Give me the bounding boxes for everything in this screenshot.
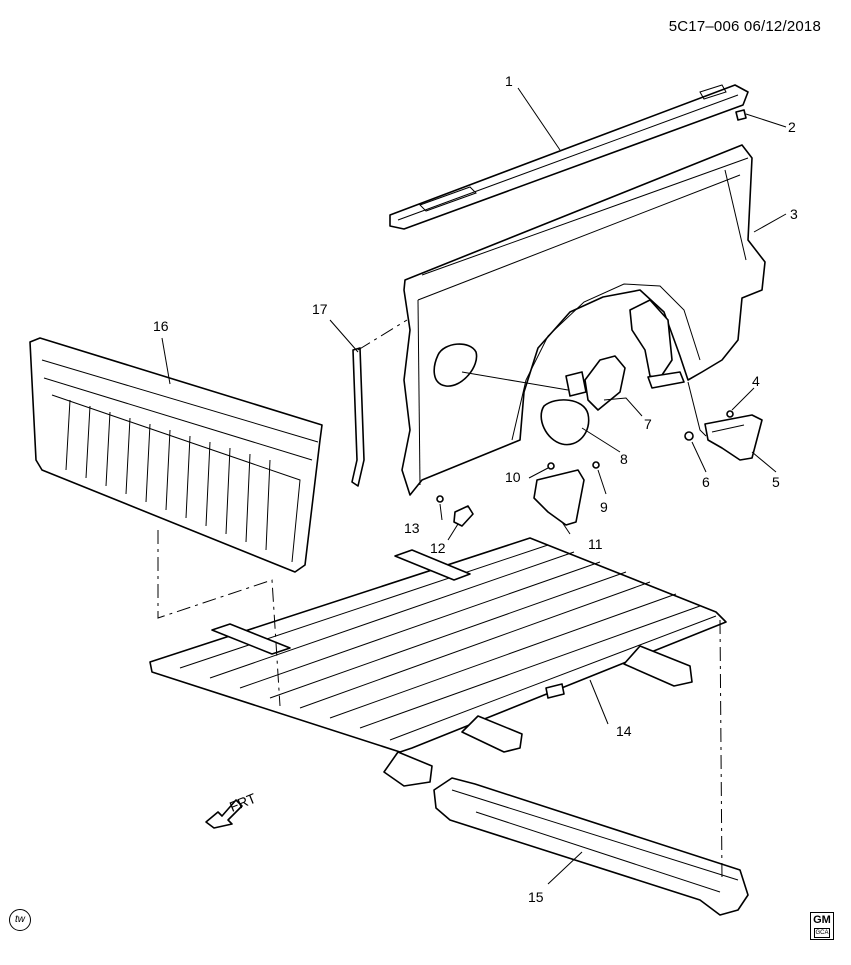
alignment-lines xyxy=(157,319,723,881)
part-fuel-door-housing xyxy=(565,355,626,411)
part-seal-strip xyxy=(351,347,365,487)
callout-3: 3 xyxy=(790,206,798,222)
part-bracket-12 xyxy=(453,505,474,527)
part-fuel-door xyxy=(540,399,590,446)
callout-5: 5 xyxy=(772,474,780,490)
gm-logo-text: GM xyxy=(813,914,831,926)
callout-4: 4 xyxy=(752,373,760,389)
callout-1: 1 xyxy=(505,73,513,89)
part-top-rail xyxy=(389,84,749,230)
callout-2: 2 xyxy=(788,119,796,135)
front-direction-label: FRT xyxy=(227,790,258,815)
part-floor-panel xyxy=(149,537,727,787)
callout-labels: 1 2 3 4 5 6 7 8 9 10 11 12 13 14 15 16 1… xyxy=(153,73,798,905)
diagram-header: 5C17–006 06/12/2018 xyxy=(669,18,821,35)
callout-16: 16 xyxy=(153,318,169,334)
diagram-date: 06/12/2018 xyxy=(743,18,821,35)
leader-lines xyxy=(161,87,787,885)
callout-17: 17 xyxy=(312,301,328,317)
part-side-panel xyxy=(401,144,766,496)
callout-10: 10 xyxy=(505,469,521,485)
part-fastener-4 xyxy=(726,410,734,418)
part-front-panel xyxy=(29,337,323,573)
part-fastener-10 xyxy=(547,462,555,470)
part-fastener-9 xyxy=(592,461,600,469)
tw-logo: tw xyxy=(9,909,31,931)
gm-logo-subtext: GCA xyxy=(814,928,830,938)
callout-7: 7 xyxy=(644,416,652,432)
part-rear-splash-guard xyxy=(704,414,763,461)
front-direction-arrow-icon: FRT xyxy=(205,790,259,829)
tw-logo-text: tw xyxy=(15,914,25,925)
callout-8: 8 xyxy=(620,451,628,467)
callout-14: 14 xyxy=(616,723,632,739)
callout-11: 11 xyxy=(588,536,603,552)
gm-logo: GM GCA xyxy=(810,912,834,940)
part-front-splash-guard xyxy=(533,469,585,526)
diagram-code: 5C17–006 xyxy=(668,18,740,35)
callout-9: 9 xyxy=(600,499,608,515)
callout-12: 12 xyxy=(430,540,446,556)
part-fastener-6 xyxy=(684,431,694,441)
part-clip-2 xyxy=(735,109,747,121)
callout-6: 6 xyxy=(702,474,710,490)
callout-15: 15 xyxy=(528,889,544,905)
callout-13: 13 xyxy=(404,520,420,536)
part-crossmember xyxy=(433,777,749,916)
part-fastener-13 xyxy=(436,495,444,503)
